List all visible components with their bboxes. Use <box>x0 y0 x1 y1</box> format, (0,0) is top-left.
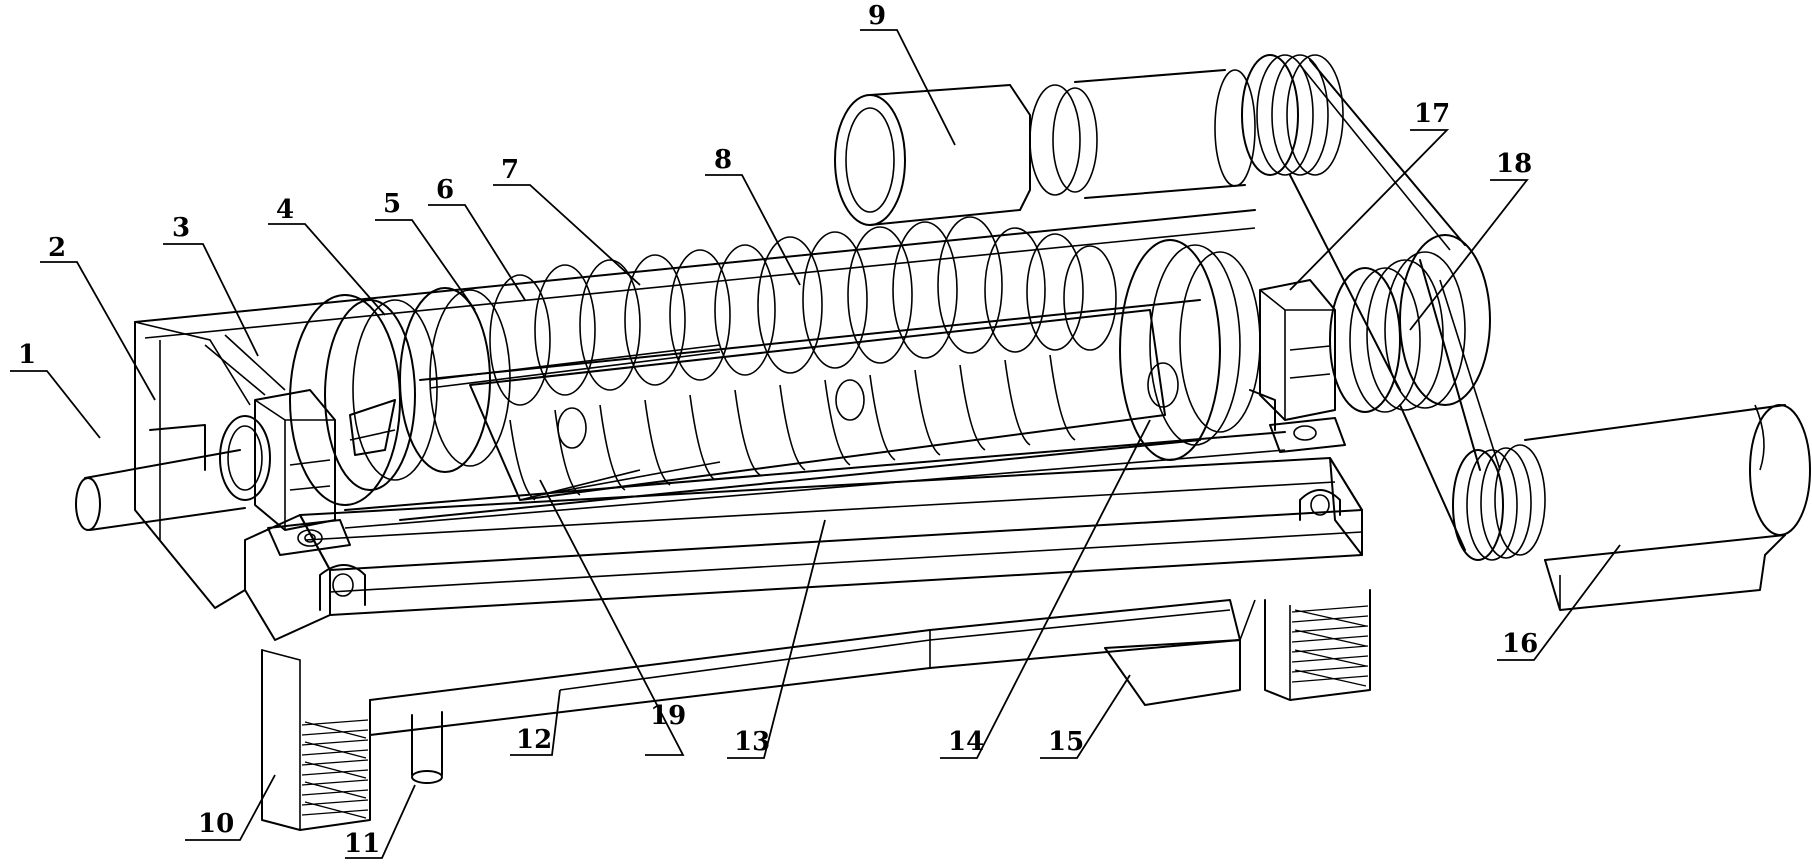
label-16: 16 <box>1502 629 1538 659</box>
label-3: 3 <box>172 213 190 243</box>
right-bearing-seat <box>1249 279 1346 453</box>
label-14: 14 <box>948 727 984 757</box>
label-7: 7 <box>501 155 519 185</box>
base-frame <box>244 457 1363 736</box>
label-12: 12 <box>516 725 552 755</box>
right-support-foot <box>1264 589 1371 701</box>
upper-pulley <box>1241 54 1344 176</box>
label-4: 4 <box>276 195 294 225</box>
label-5: 5 <box>383 189 401 219</box>
middle-pulley <box>1329 234 1491 413</box>
label-18: 18 <box>1496 149 1532 179</box>
leader-lines <box>10 29 1621 859</box>
label-1: 1 <box>18 340 36 370</box>
label-15: 15 <box>1048 727 1084 757</box>
casing <box>134 209 1286 609</box>
label-6: 6 <box>436 175 454 205</box>
label-11: 11 <box>344 829 380 859</box>
label-9: 9 <box>868 1 886 31</box>
drum-and-screw <box>289 216 1261 521</box>
drain-pipe <box>411 711 443 784</box>
feed-shaft <box>75 449 246 531</box>
label-17: 17 <box>1414 99 1450 129</box>
label-10: 10 <box>198 809 234 839</box>
solids-outlet-hopper <box>1104 599 1256 706</box>
lifting-lugs <box>319 489 1341 611</box>
label-19: 19 <box>650 701 686 731</box>
part-labels: 1 2 3 4 5 6 7 8 9 10 11 12 19 13 14 15 1… <box>18 1 1538 859</box>
upper-motor <box>834 69 1256 226</box>
lower-pulley <box>1452 444 1546 561</box>
lower-motor <box>1524 404 1811 611</box>
left-bearing-seat <box>219 389 351 556</box>
label-2: 2 <box>48 233 66 263</box>
label-13: 13 <box>734 727 770 757</box>
left-support-foot <box>261 649 371 831</box>
label-8: 8 <box>714 145 732 175</box>
